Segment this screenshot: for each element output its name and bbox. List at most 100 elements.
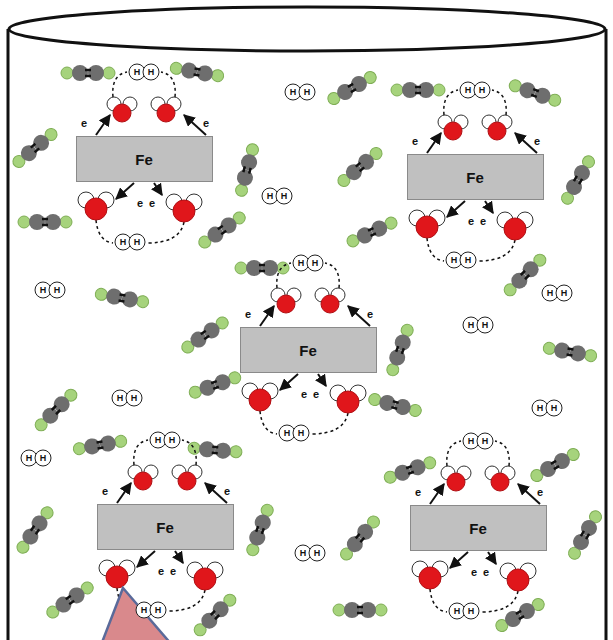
carbon-atom bbox=[551, 450, 573, 472]
oxygen-atom bbox=[444, 122, 462, 140]
molecule-outline bbox=[292, 254, 324, 272]
double-bond bbox=[31, 144, 36, 148]
carbon-atom bbox=[334, 81, 356, 103]
carbon-atom bbox=[52, 593, 74, 615]
carbon-atom bbox=[354, 225, 375, 246]
molecule-outline bbox=[261, 187, 293, 205]
electron-label: e bbox=[414, 486, 422, 498]
dashed-path bbox=[161, 72, 175, 97]
molecule-outline bbox=[448, 602, 480, 620]
hydrogen-atom bbox=[49, 282, 65, 298]
hydrogen-molecule: HH bbox=[114, 233, 146, 251]
hydrogen-molecule: HH bbox=[284, 83, 316, 101]
beaker-wall bbox=[7, 29, 10, 640]
electron-label: e bbox=[312, 388, 320, 400]
double-bond bbox=[256, 526, 258, 532]
electron-label: e bbox=[101, 485, 109, 497]
carbon-atom bbox=[45, 214, 61, 230]
atom-symbol: H bbox=[284, 428, 291, 438]
double-bond bbox=[391, 407, 397, 409]
atom-symbol: H bbox=[300, 548, 307, 558]
carbon-atom bbox=[344, 602, 360, 618]
dashed-path bbox=[427, 238, 444, 261]
water-molecule bbox=[107, 97, 137, 122]
chloro-molecule bbox=[72, 432, 128, 457]
double-bond bbox=[567, 354, 573, 355]
water-molecule bbox=[151, 97, 181, 122]
carbon-atom bbox=[83, 437, 102, 456]
atom-symbol: H bbox=[134, 67, 141, 77]
double-bond bbox=[408, 472, 414, 474]
chloro-molecule bbox=[367, 390, 423, 419]
chloro-molecule bbox=[493, 595, 548, 636]
electron-arrow bbox=[318, 374, 326, 386]
atom-symbol: H bbox=[290, 87, 297, 97]
reaction-layer bbox=[78, 72, 540, 612]
double-bond bbox=[212, 445, 218, 448]
element-symbol: Fe bbox=[469, 520, 487, 537]
atom-symbol: H bbox=[54, 285, 61, 295]
electron-arrow bbox=[427, 133, 441, 153]
chlorine-atom bbox=[103, 67, 115, 79]
electron-arrow bbox=[175, 551, 183, 563]
double-bond bbox=[120, 295, 126, 296]
double-bond bbox=[211, 611, 215, 615]
oxygen-atom bbox=[249, 389, 271, 411]
chlorine-atom bbox=[94, 287, 108, 301]
carbon-atom bbox=[553, 341, 572, 360]
double-bond bbox=[119, 300, 125, 301]
double-bond bbox=[31, 526, 34, 531]
chloro-molecule bbox=[337, 512, 384, 564]
molecule-outline bbox=[284, 83, 316, 101]
electron-arrow bbox=[485, 201, 493, 213]
molecule-outline bbox=[114, 233, 146, 251]
electron-label: e bbox=[136, 197, 144, 209]
carbon-atom bbox=[99, 434, 118, 453]
water-molecule bbox=[99, 560, 135, 588]
dashed-path bbox=[113, 72, 127, 97]
electron-label: e bbox=[80, 117, 88, 129]
double-bond bbox=[568, 349, 574, 350]
electron-arrow bbox=[117, 483, 131, 503]
chlorine-atom bbox=[375, 604, 387, 616]
hydrogen-molecule: HH bbox=[149, 431, 181, 449]
hydrogen-atom bbox=[460, 252, 476, 268]
atom-symbol: H bbox=[468, 606, 475, 616]
element-symbol: Fe bbox=[135, 151, 153, 168]
double-bond bbox=[262, 528, 264, 534]
hydrogen-atom bbox=[546, 400, 562, 416]
beaker-rim bbox=[9, 7, 605, 51]
atom-symbol: H bbox=[281, 191, 288, 201]
carbon-atom bbox=[360, 602, 376, 618]
double-bond bbox=[574, 176, 577, 181]
dashed-path bbox=[447, 441, 461, 466]
oxygen-atom bbox=[106, 566, 128, 588]
hydrogen-atom bbox=[126, 390, 142, 406]
oxygen-atom bbox=[321, 295, 339, 313]
double-bond bbox=[42, 224, 48, 227]
double-bond bbox=[212, 451, 218, 454]
molecule-outline bbox=[459, 81, 491, 99]
beaker-body bbox=[8, 29, 606, 640]
double-bond bbox=[531, 95, 537, 97]
double-bond bbox=[521, 271, 525, 275]
carbon-atom bbox=[198, 441, 215, 458]
oxygen-atom bbox=[419, 567, 441, 589]
carbon-atom bbox=[570, 531, 592, 553]
double-bond bbox=[259, 264, 265, 267]
atom-symbol: H bbox=[451, 255, 458, 265]
hydrogen-molecule: HH bbox=[462, 316, 494, 334]
atom-symbol: H bbox=[479, 85, 486, 95]
electron-label: e bbox=[470, 566, 478, 578]
chlorine-atom bbox=[277, 262, 289, 274]
double-bond bbox=[516, 611, 521, 614]
beaker-wall bbox=[605, 29, 608, 640]
molecule-outline bbox=[111, 389, 143, 407]
electron-arrow bbox=[137, 551, 155, 567]
double-bond bbox=[243, 166, 245, 172]
oxygen-atom bbox=[113, 104, 131, 122]
atom-symbol: H bbox=[304, 87, 311, 97]
chlorine-atom bbox=[542, 341, 556, 355]
carbon-atom bbox=[209, 598, 232, 621]
pointer-triangle bbox=[101, 588, 172, 640]
